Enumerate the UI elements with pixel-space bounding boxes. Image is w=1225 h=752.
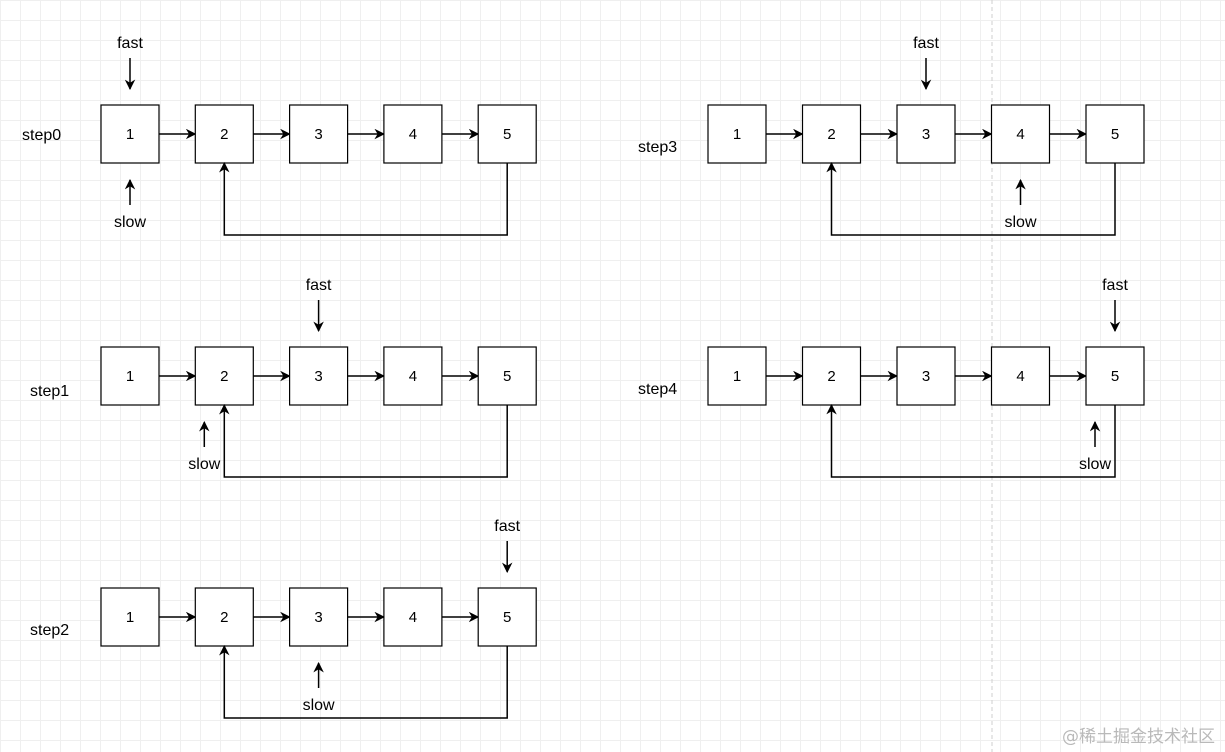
step-group-step4: step4 1 2 3 4 5 fast slow: [638, 277, 1145, 478]
list-node-value: 3: [922, 126, 930, 143]
list-node-value: 5: [503, 368, 511, 385]
step-group-step2: step2 1 2 3 4 5 fast slow: [30, 518, 537, 719]
list-node-box: [477, 104, 537, 164]
list-node-value: 4: [1016, 126, 1024, 143]
cycle-back-arrow: [826, 161, 1116, 236]
step-label: step3: [638, 139, 677, 156]
list-node-box: [896, 346, 956, 406]
list-node-value: 5: [503, 609, 511, 626]
list-node-value: 5: [503, 126, 511, 143]
fast-pointer-label: fast: [913, 35, 939, 52]
list-node-box: [707, 346, 767, 406]
list-node-box: [100, 104, 160, 164]
fast-pointer-label: fast: [306, 277, 332, 294]
slow-pointer-label: slow: [114, 214, 146, 231]
list-node-box: [194, 587, 254, 647]
list-node-value: 4: [409, 368, 417, 385]
cycle-back-arrow: [219, 403, 508, 478]
list-node-box: [801, 104, 862, 164]
list-node-value: 2: [827, 126, 835, 143]
list-node-box: [707, 104, 767, 164]
fast-pointer-label: fast: [1102, 277, 1128, 294]
list-node-box: [990, 346, 1051, 406]
list-node-value: 3: [922, 368, 930, 385]
list-node-box: [194, 104, 254, 164]
list-node-box: [100, 587, 160, 647]
cycle-back-arrow: [826, 403, 1116, 478]
cycle-back-arrow: [219, 644, 508, 719]
list-node-box: [477, 346, 537, 406]
step-label: step1: [30, 383, 69, 400]
step-label: step4: [638, 381, 677, 398]
list-node-value: 4: [409, 126, 417, 143]
list-node-value: 1: [733, 368, 741, 385]
list-node-box: [801, 346, 862, 406]
slow-pointer-label: slow: [303, 697, 335, 714]
slow-pointer-label: slow: [1004, 214, 1036, 231]
step-group-step1: step1 1 2 3 4 5 fast slow: [30, 277, 537, 478]
list-node-value: 3: [314, 609, 322, 626]
list-node-value: 2: [220, 368, 228, 385]
list-node-value: 4: [1016, 368, 1024, 385]
list-node-value: 3: [314, 368, 322, 385]
step-label: step2: [30, 622, 69, 639]
fast-pointer-label: fast: [494, 518, 520, 535]
list-node-box: [1085, 346, 1145, 406]
list-node-value: 1: [733, 126, 741, 143]
list-node-value: 1: [126, 126, 134, 143]
fast-pointer-label: fast: [117, 35, 143, 52]
list-node-value: 5: [1111, 126, 1119, 143]
step-group-step3: step3 1 2 3 4 5 fast slow: [638, 35, 1145, 236]
list-node-box: [383, 587, 443, 647]
step-group-step0: step0 1 2 3 4 5 fast slow: [22, 35, 537, 236]
list-node-value: 3: [314, 126, 322, 143]
cycle-back-arrow: [219, 161, 508, 236]
list-node-value: 1: [126, 368, 134, 385]
list-node-box: [194, 346, 254, 406]
list-node-box: [289, 104, 349, 164]
step-label: step0: [22, 127, 61, 144]
list-node-value: 1: [126, 609, 134, 626]
list-node-value: 4: [409, 609, 417, 626]
list-node-box: [477, 587, 537, 647]
list-node-value: 2: [827, 368, 835, 385]
list-node-value: 2: [220, 126, 228, 143]
slow-pointer-label: slow: [188, 456, 220, 473]
list-node-box: [383, 104, 443, 164]
list-node-value: 5: [1111, 368, 1119, 385]
watermark-text: @稀土掘金技术社区: [1062, 727, 1215, 747]
list-node-box: [896, 104, 956, 164]
list-node-box: [100, 346, 160, 406]
slow-pointer-label: slow: [1079, 456, 1111, 473]
list-node-box: [289, 346, 349, 406]
list-node-value: 2: [220, 609, 228, 626]
list-node-box: [289, 587, 349, 647]
